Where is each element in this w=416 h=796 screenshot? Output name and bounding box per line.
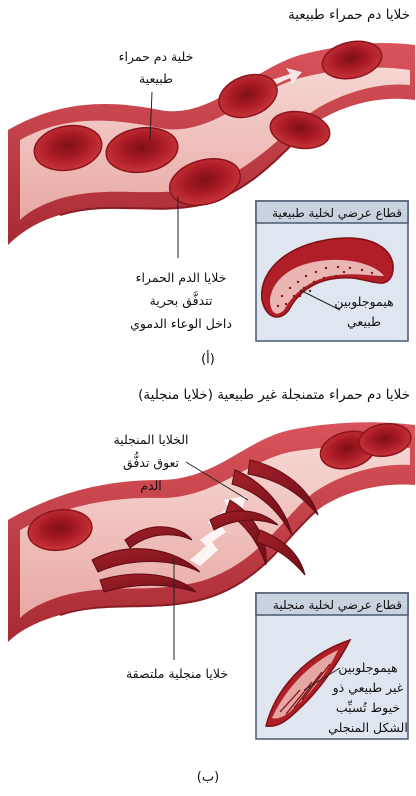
panel-b <box>8 422 415 740</box>
red-blood-cells-a <box>33 40 383 206</box>
label-flow: خلايا الدم الحمراء تتدفَّق بحرية داخل ال… <box>116 266 246 335</box>
cross-section-inset-sickle <box>255 592 409 740</box>
panel-a-title: خلايا دم حمراء طبيعية <box>288 7 410 23</box>
inset-label-normal-line-1: هيموجلوبين <box>334 294 394 309</box>
label-block: الخلايا المنجلية تعوق تدفُّق الدم <box>96 428 206 497</box>
inset-label-sickle-line-3: خيوط تُسبِّب <box>335 700 401 715</box>
inset-label-sickle-line-1: هيموجلوبين <box>338 660 398 675</box>
label-normal-cell-line-2: طبيعية <box>139 71 173 86</box>
leader-line-normal-cell <box>149 91 153 141</box>
label-normal-cell: خلية دم حمراء طبيعية <box>116 46 196 90</box>
label-flow-line-3: داخل الوعاء الدموي <box>130 316 232 331</box>
leader-line-block <box>185 461 249 501</box>
red-blood-cells-b <box>27 422 412 552</box>
inset-title-normal: قطاع عرضي لخلية طبيعية <box>272 206 402 220</box>
cross-section-inset-normal <box>255 200 409 342</box>
inset-label-sickle-line-4: الشكل المنجلي <box>328 720 408 735</box>
label-block-line-3: الدم <box>140 478 162 493</box>
inset-label-normal: هيموجلوبين طبيعي <box>326 292 402 332</box>
inset-label-sickle: هيموجلوبين غير طبيعي ذو خيوط تُسبِّب الش… <box>326 658 410 738</box>
inset-label-sickle-line-2: غير طبيعي ذو <box>332 680 404 695</box>
caption-b: (ب) <box>196 770 220 785</box>
label-stuck: خلايا منجلية ملتصقة <box>125 666 229 681</box>
caption-a: (أ) <box>201 352 215 367</box>
label-flow-line-2: تتدفَّق بحرية <box>149 293 213 308</box>
panel-b-title: خلايا دم حمراء متمنجلة غير طبيعية (خلايا… <box>138 387 410 403</box>
sickle-cells <box>91 459 319 593</box>
label-block-line-2: تعوق تدفُّق <box>122 455 180 470</box>
label-flow-line-1: خلايا الدم الحمراء <box>135 270 227 285</box>
inset-title-sickle: قطاع عرضي لخلية منجلية <box>272 598 402 612</box>
panel-a <box>8 40 415 342</box>
inset-label-normal-line-2: طبيعي <box>347 314 381 329</box>
label-block-line-1: الخلايا المنجلية <box>113 432 189 447</box>
label-normal-cell-line-1: خلية دم حمراء <box>118 49 194 64</box>
